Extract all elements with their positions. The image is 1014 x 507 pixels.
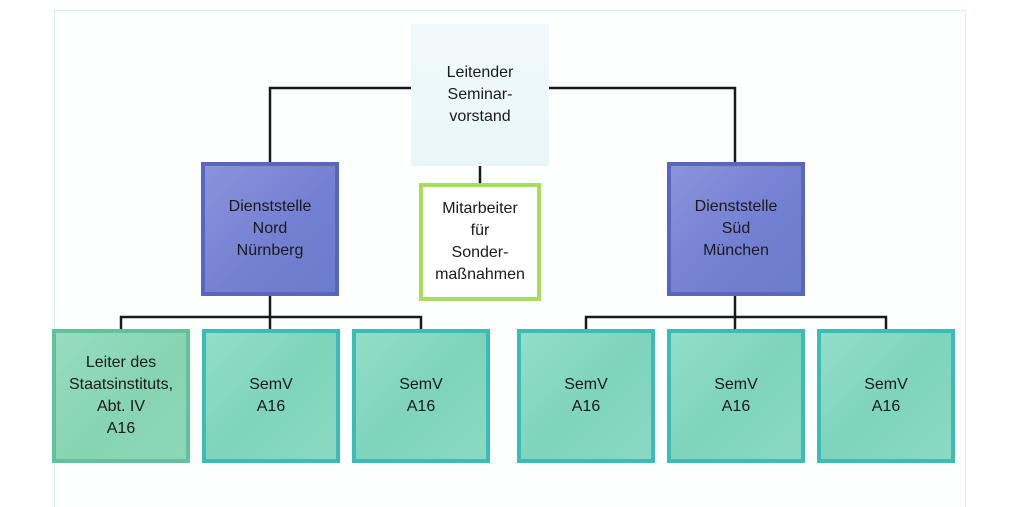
connector-root-south	[549, 86, 737, 162]
node-mitarbeiter-sondermassnahmen: Mitarbeiter für Sonder- maßnahmen	[419, 183, 541, 301]
node-semv-south-3: SemV A16	[817, 329, 955, 463]
node-leiter-staatsinstitut: Leiter des Staatsinstituts, Abt. IV A16	[52, 329, 190, 463]
connector-south-units	[584, 296, 888, 329]
connector-north-units	[119, 296, 423, 329]
node-semv-north-2: SemV A16	[202, 329, 340, 463]
node-label: SemV A16	[249, 376, 293, 415]
root-node-leitender-seminarvorstand: Leitender Seminar- vorstand	[411, 24, 549, 166]
node-dienststelle-sued: Dienststelle Süd München	[667, 162, 805, 296]
node-dienststelle-nord: Dienststelle Nord Nürnberg	[201, 162, 339, 296]
node-semv-south-2: SemV A16	[667, 329, 805, 463]
connector-root-north	[268, 86, 411, 162]
node-semv-north-3: SemV A16	[352, 329, 490, 463]
node-label: SemV A16	[399, 376, 443, 415]
node-label: Dienststelle Nord Nürnberg	[228, 198, 312, 259]
root-node-label: Leitender Seminar- vorstand	[446, 64, 514, 125]
node-label: Dienststelle Süd München	[694, 198, 778, 259]
node-label: Mitarbeiter für Sonder- maßnahmen	[435, 200, 525, 283]
node-label: SemV A16	[714, 376, 758, 415]
node-semv-south-1: SemV A16	[517, 329, 655, 463]
node-label: SemV A16	[864, 376, 908, 415]
node-label: Leiter des Staatsinstituts, Abt. IV A16	[68, 354, 174, 437]
node-label: SemV A16	[564, 376, 608, 415]
